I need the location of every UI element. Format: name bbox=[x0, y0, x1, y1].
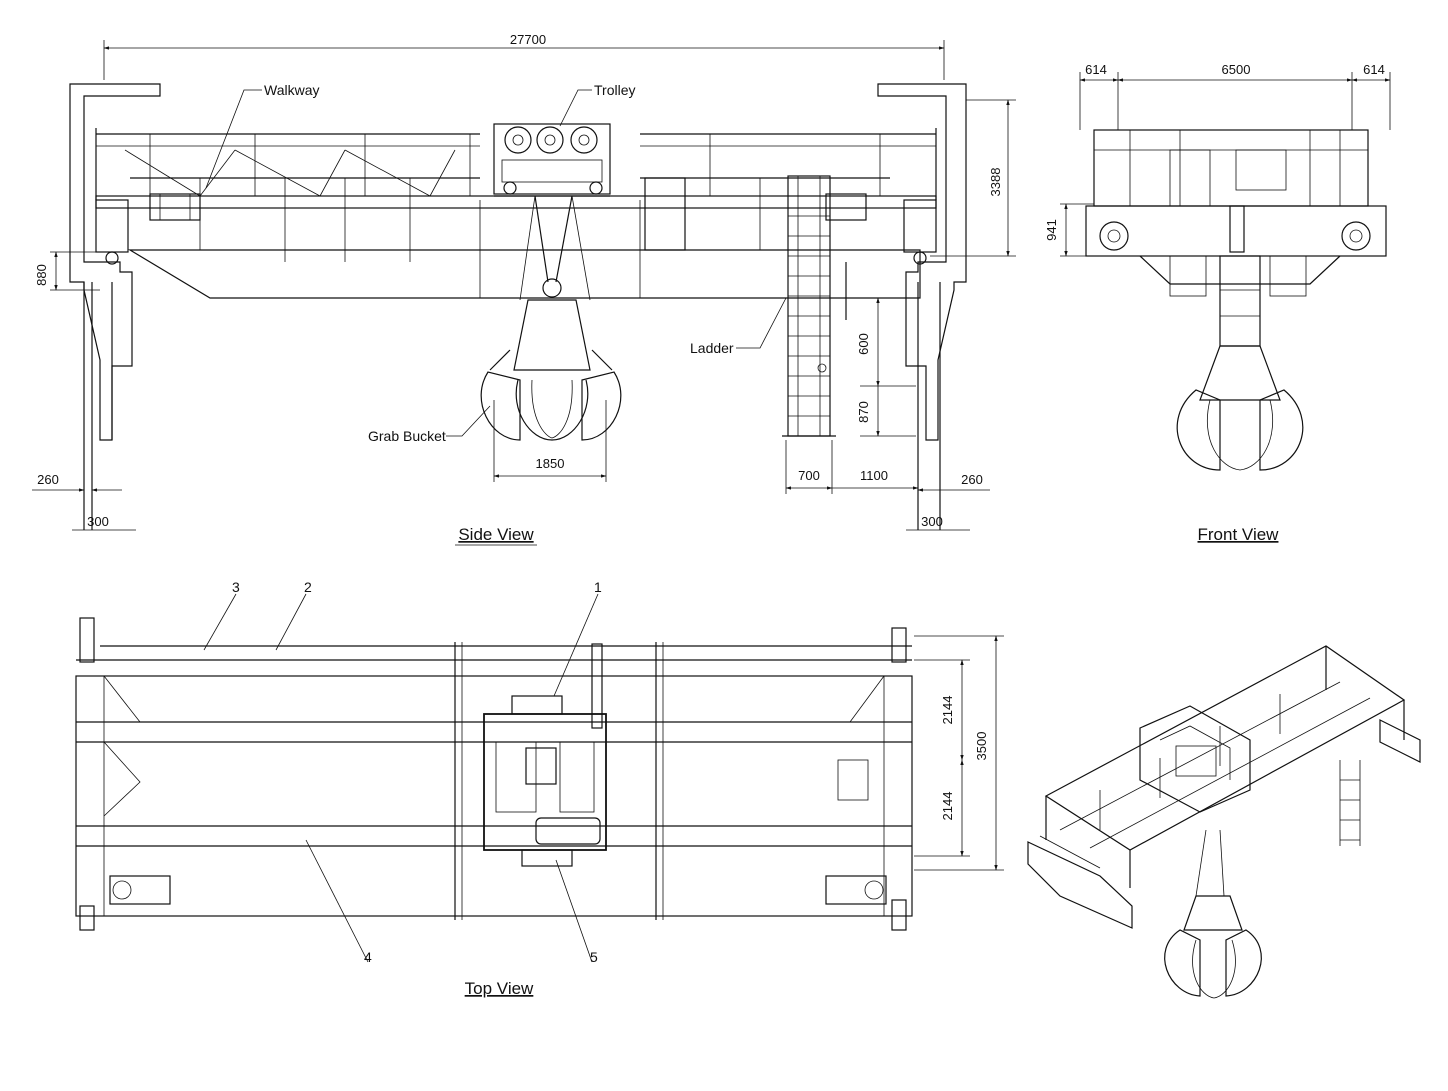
front-view: 614 6500 614 941 Front View bbox=[1044, 62, 1391, 544]
ladder bbox=[782, 175, 847, 437]
dim-top-upper: 2144 bbox=[940, 696, 955, 725]
dim-bucket-width: 1850 bbox=[536, 456, 565, 471]
right-wall bbox=[877, 83, 967, 530]
left-wall bbox=[69, 83, 161, 530]
trolley bbox=[493, 123, 611, 197]
title-top-view: Top View bbox=[465, 979, 534, 998]
callout-3: 3 bbox=[232, 579, 240, 595]
dim-front-middle: 6500 bbox=[1222, 62, 1251, 77]
dim-span: 27700 bbox=[510, 32, 546, 47]
dim-left-offset: 880 bbox=[34, 264, 49, 286]
dim-ladder-gap: 1100 bbox=[860, 468, 888, 483]
dim-col-right: 300 bbox=[921, 514, 943, 529]
side-labels: Walkway Trolley Ladder Grab Bucket bbox=[205, 82, 787, 444]
dim-front-height: 941 bbox=[1044, 219, 1059, 241]
main-girder bbox=[95, 195, 937, 299]
dim-ladder-b: 870 bbox=[856, 401, 871, 423]
callout-4: 4 bbox=[364, 949, 372, 965]
label-trolley: Trolley bbox=[594, 82, 636, 98]
dim-rail-left: 260 bbox=[37, 472, 59, 487]
side-view: 27700 3388 880 600 870 1850 700 11 bbox=[32, 32, 1016, 546]
dim-front-left: 614 bbox=[1085, 62, 1107, 77]
top-view: 3 2 1 4 5 2144 2144 3500 Top View bbox=[75, 579, 1004, 998]
dim-ladder-a: 600 bbox=[856, 333, 871, 355]
dim-col-left: 300 bbox=[87, 514, 109, 529]
label-walkway: Walkway bbox=[264, 82, 320, 98]
side-dimensions: 27700 3388 880 600 870 1850 700 11 bbox=[32, 32, 1016, 531]
dim-rail-right: 260 bbox=[961, 472, 983, 487]
walkway-railing bbox=[95, 128, 937, 262]
callout-5: 5 bbox=[590, 949, 598, 965]
dim-top-lower: 2144 bbox=[940, 792, 955, 821]
title-front-view: Front View bbox=[1198, 525, 1280, 544]
grab-bucket-side bbox=[480, 195, 622, 441]
dim-ladder-width: 700 bbox=[798, 468, 820, 483]
isometric-view bbox=[1027, 645, 1421, 999]
dim-front-right: 614 bbox=[1363, 62, 1385, 77]
title-side-view: Side View bbox=[458, 525, 534, 544]
label-grab-bucket: Grab Bucket bbox=[368, 428, 446, 444]
callout-1: 1 bbox=[594, 579, 602, 595]
label-ladder: Ladder bbox=[690, 340, 734, 356]
callout-2: 2 bbox=[304, 579, 312, 595]
dim-height-right: 3388 bbox=[988, 168, 1003, 197]
dim-top-total: 3500 bbox=[974, 732, 989, 761]
